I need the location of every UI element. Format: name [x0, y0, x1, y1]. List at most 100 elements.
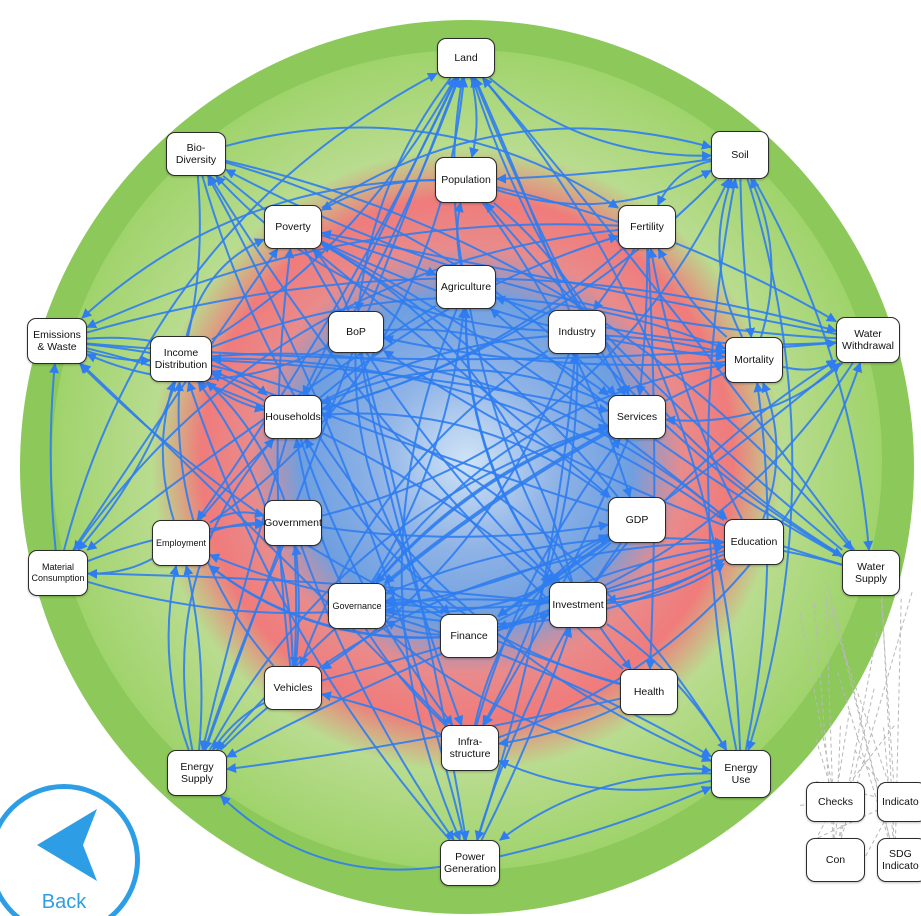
edge [376, 425, 609, 584]
edge [211, 369, 609, 512]
edge [488, 77, 712, 161]
node-gdp[interactable]: GDP [608, 497, 666, 543]
edge [211, 353, 725, 522]
edge [761, 382, 778, 520]
edge [321, 240, 726, 362]
edge [198, 234, 619, 521]
edge [321, 334, 726, 403]
edge [321, 691, 442, 736]
edge [321, 178, 730, 517]
edge [291, 545, 302, 667]
edge [63, 72, 438, 551]
node-fertility[interactable]: Fertility [618, 205, 676, 249]
back-button[interactable]: Back [0, 784, 140, 916]
edge [86, 350, 151, 366]
node-infrastructure[interactable]: Infra- structure [441, 725, 499, 771]
indicators-button[interactable]: Indicato [877, 782, 921, 822]
edge [493, 202, 630, 396]
edge [321, 521, 609, 538]
node-emissions-waste[interactable]: Emissions & Waste [27, 318, 87, 364]
sdg-indicators-button[interactable]: SDG Indicato [877, 838, 921, 882]
node-industry[interactable]: Industry [548, 310, 606, 354]
node-poverty[interactable]: Poverty [264, 205, 322, 249]
edge [167, 565, 190, 751]
edge [211, 359, 609, 414]
edge [495, 295, 837, 346]
edge [752, 178, 874, 551]
node-biodiversity[interactable]: Bio- Diversity [166, 132, 226, 176]
edge [482, 353, 579, 726]
edge [220, 795, 441, 871]
side-link [834, 688, 875, 861]
node-services[interactable]: Services [608, 395, 666, 439]
edge [460, 308, 560, 583]
side-panel-links [799, 564, 913, 881]
edge [207, 175, 466, 841]
edge [383, 371, 726, 584]
edge [473, 77, 626, 396]
node-income-distribution[interactable]: Income Distribution [150, 336, 212, 382]
edge [657, 160, 712, 206]
edge [321, 178, 436, 211]
node-land[interactable]: Land [437, 38, 495, 78]
node-health[interactable]: Health [620, 669, 678, 715]
node-vehicles[interactable]: Vehicles [264, 666, 322, 710]
node-bop[interactable]: BoP [328, 311, 384, 353]
checks-button[interactable]: Checks [806, 782, 865, 822]
node-finance[interactable]: Finance [440, 614, 498, 658]
edge [476, 353, 580, 841]
edge [202, 545, 284, 751]
node-energy-use[interactable]: Energy Use [711, 750, 771, 798]
node-mortality[interactable]: Mortality [725, 337, 783, 383]
edge [73, 229, 619, 551]
side-link [825, 600, 896, 803]
edge [183, 438, 275, 751]
edge [321, 127, 712, 209]
edge [707, 178, 739, 751]
edge [276, 248, 295, 667]
edge [372, 361, 726, 584]
side-link [834, 710, 850, 803]
node-energy-supply[interactable]: Energy Supply [167, 750, 227, 796]
side-link [834, 725, 841, 861]
node-population[interactable]: Population [435, 157, 497, 203]
node-households[interactable]: Households [264, 395, 322, 439]
edge [482, 77, 856, 551]
edge [498, 362, 863, 739]
node-education[interactable]: Education [724, 519, 784, 565]
edge [750, 178, 773, 338]
edge [161, 381, 176, 521]
node-government[interactable]: Government [264, 500, 322, 546]
node-water-supply[interactable]: Water Supply [842, 550, 900, 596]
back-label: Back [41, 891, 87, 913]
edge [226, 697, 621, 773]
edge [225, 126, 619, 209]
node-investment[interactable]: Investment [549, 582, 607, 628]
edge [480, 627, 573, 841]
edge [354, 77, 452, 312]
edge [211, 77, 456, 341]
edge [185, 238, 265, 337]
node-governance[interactable]: Governance [328, 583, 386, 629]
node-material-consumption[interactable]: Material Consumption [28, 550, 88, 596]
edge [606, 558, 725, 605]
edge [72, 248, 279, 551]
edge [496, 169, 712, 206]
node-employment[interactable]: Employment [152, 520, 210, 566]
edge [321, 248, 623, 412]
edge [204, 77, 460, 751]
side-link [811, 801, 896, 842]
edge [665, 362, 844, 426]
edge [385, 542, 612, 616]
node-water-withdrawal[interactable]: Water Withdrawal [836, 317, 900, 363]
node-soil[interactable]: Soil [711, 131, 769, 179]
edge [300, 545, 455, 841]
edge [289, 545, 300, 667]
edge [744, 382, 769, 751]
edge [86, 223, 619, 329]
node-power-generation[interactable]: Power Generation [440, 840, 500, 886]
edge [211, 352, 728, 520]
con-button[interactable]: Con [806, 838, 865, 882]
node-agriculture[interactable]: Agriculture [436, 265, 496, 309]
